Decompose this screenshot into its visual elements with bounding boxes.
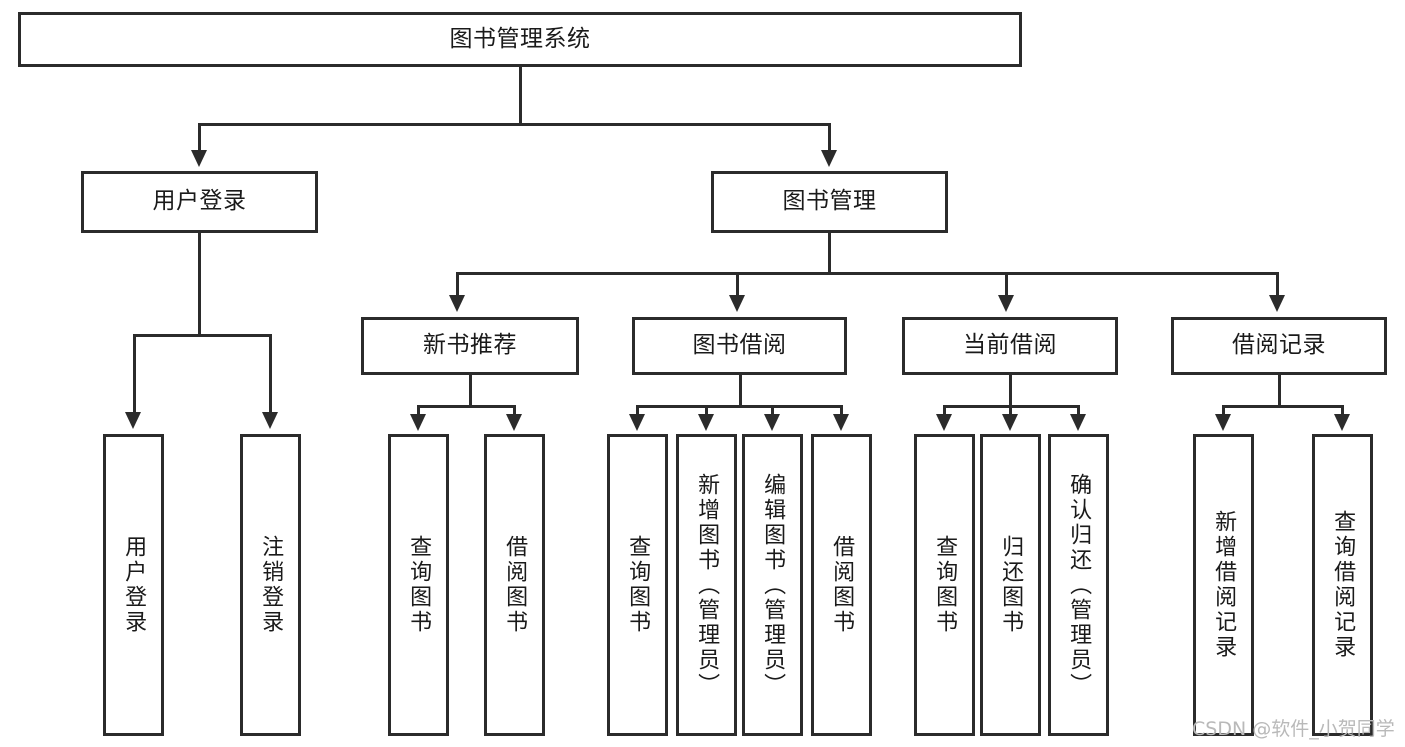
node-new-book-recommend[interactable]: 新书推荐 [361,317,579,375]
csdn-watermark: CSDN @软件_小贺同学 [1192,718,1395,740]
node-label: 新书推荐 [423,332,517,359]
node-label: 借阅记录 [1232,332,1326,359]
arrow-to-bb-leaf-3 [764,414,780,431]
node-label: 借阅图书 [829,535,855,635]
arrow-to-book-management [821,150,837,167]
node-book-borrow[interactable]: 图书借阅 [632,317,847,375]
node-current-borrow[interactable]: 当前借阅 [902,317,1118,375]
node-label: 归还图书 [998,535,1024,635]
edge-current-borrow-stem [1009,375,1012,408]
arrow-to-br-leaf-1 [1215,414,1231,431]
edge-user-login-bus [133,334,272,337]
edge-drop-bb-leaf-1 [636,405,639,417]
leaf-confirm-return-admin[interactable]: 确认归还（管理员） [1048,434,1109,736]
arrow-to-cb-leaf-2 [1002,414,1018,431]
node-label: 新增借阅记录 [1211,510,1237,660]
node-label: 图书借阅 [692,332,787,359]
edge-new-book-recommend-stem [469,375,472,408]
leaf-query-book-borrow[interactable]: 查询图书 [607,434,668,736]
edge-drop-current-borrow [1005,272,1008,297]
edge-drop-nbr-leaf-1 [417,405,420,417]
edge-drop-borrow-record [1276,272,1279,297]
leaf-query-book-recommend[interactable]: 查询图书 [388,434,449,736]
node-label: 用户登录 [152,188,247,215]
leaf-query-borrow-record[interactable]: 查询借阅记录 [1312,434,1373,736]
leaf-borrow-book-recommend[interactable]: 借阅图书 [484,434,545,736]
leaf-return-book[interactable]: 归还图书 [980,434,1041,736]
leaf-add-book-admin[interactable]: 新增图书（管理员） [676,434,737,736]
edge-drop-cb-leaf-1 [943,405,946,417]
edge-borrow-record-stem [1278,375,1281,408]
arrow-to-bb-leaf-1 [629,414,645,431]
node-label: 查询图书 [625,535,651,635]
edge-drop-bb-leaf-4 [840,405,843,417]
node-label: 查询图书 [932,535,958,635]
arrow-to-br-leaf-2 [1334,414,1350,431]
node-label: 确认归还（管理员） [1066,472,1092,698]
edge-drop-bb-leaf-3 [771,405,774,417]
edge-top-bus [198,123,831,126]
edge-user-login-stem [198,233,201,337]
edge-drop-cb-leaf-2 [1009,405,1012,417]
node-label: 注销登录 [258,535,284,635]
leaf-edit-book-admin[interactable]: 编辑图书（管理员） [742,434,803,736]
node-label: 图书管理系统 [449,25,591,52]
node-label: 新增图书（管理员） [694,472,720,698]
node-label: 查询借阅记录 [1330,510,1356,660]
arrow-to-cb-leaf-3 [1070,414,1086,431]
arrow-to-cb-leaf-1 [936,414,952,431]
node-label: 当前借阅 [963,332,1057,359]
edge-book-borrow-bus [636,405,843,408]
leaf-borrow-book[interactable]: 借阅图书 [811,434,872,736]
node-book-management[interactable]: 图书管理 [711,171,948,233]
leaf-query-book-current[interactable]: 查询图书 [914,434,975,736]
node-root-book-management-system[interactable]: 图书管理系统 [18,12,1022,67]
node-label: 借阅图书 [502,535,528,635]
edge-root-stem [519,67,522,124]
leaf-logout[interactable]: 注销登录 [240,434,301,736]
edge-drop-br-leaf-1 [1222,405,1225,417]
edge-book-management-bus [456,272,1279,275]
edge-drop-book-management [828,123,831,152]
leaf-user-login[interactable]: 用户登录 [103,434,164,736]
node-borrow-record[interactable]: 借阅记录 [1171,317,1387,375]
arrow-to-nbr-leaf-1 [410,414,426,431]
edge-drop-leaf-logout [269,334,272,415]
edge-drop-user-login [198,123,201,152]
arrow-to-bb-leaf-4 [833,414,849,431]
arrow-to-leaf-user-login [125,412,141,429]
edge-drop-leaf-user-login [133,334,136,415]
edge-drop-br-leaf-2 [1341,405,1344,417]
arrow-to-borrow-record [1269,295,1285,312]
arrow-to-bb-leaf-2 [698,414,714,431]
edge-drop-bb-leaf-2 [705,405,708,417]
arrow-to-leaf-logout [262,412,278,429]
arrow-to-current-borrow [998,295,1014,312]
node-label: 查询图书 [406,535,432,635]
node-label: 编辑图书（管理员） [760,472,786,698]
node-user-login[interactable]: 用户登录 [81,171,318,233]
edge-borrow-record-bus [1222,405,1344,408]
edge-drop-nbr-leaf-2 [513,405,516,417]
edge-book-management-stem [828,233,831,275]
arrow-to-new-book-recommend [449,295,465,312]
edge-new-book-recommend-bus [417,405,516,408]
edge-drop-new-book-recommend [456,272,459,297]
edge-drop-book-borrow [736,272,739,297]
arrow-to-user-login [191,150,207,167]
node-label: 用户登录 [121,535,147,635]
edge-drop-cb-leaf-3 [1077,405,1080,417]
arrow-to-book-borrow [729,295,745,312]
edge-book-borrow-stem [739,375,742,408]
leaf-add-borrow-record[interactable]: 新增借阅记录 [1193,434,1254,736]
arrow-to-nbr-leaf-2 [506,414,522,431]
node-label: 图书管理 [782,188,877,215]
